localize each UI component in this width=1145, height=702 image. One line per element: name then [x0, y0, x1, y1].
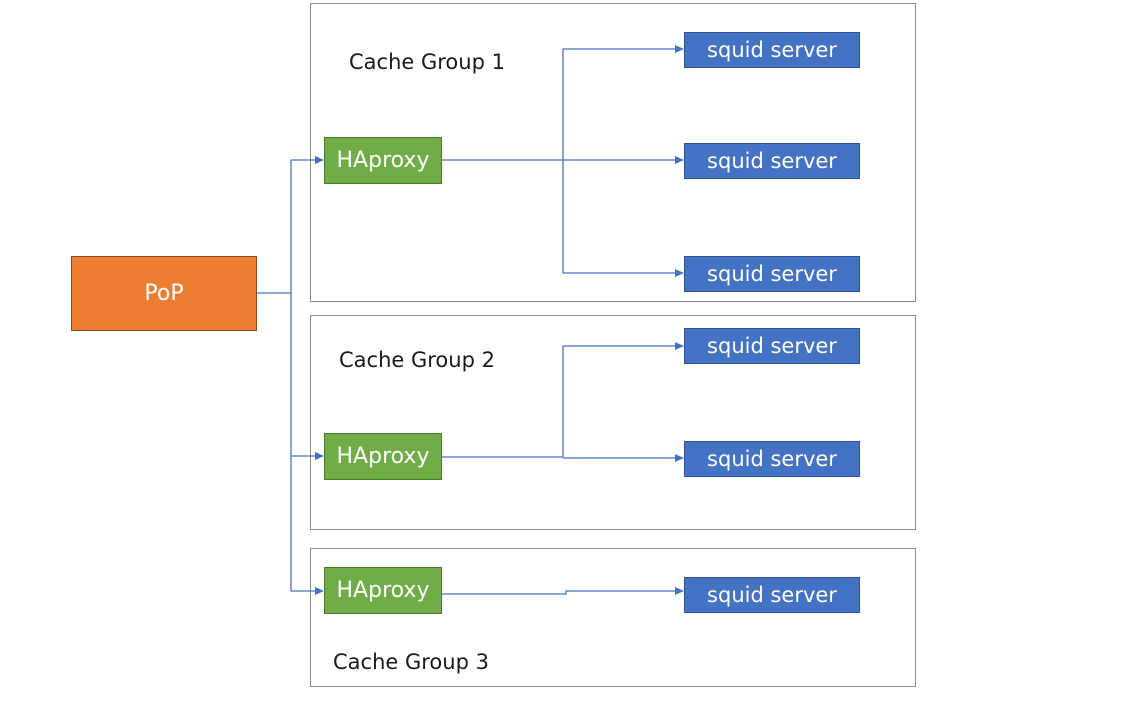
pop-node: PoP — [71, 256, 257, 331]
haproxy-label: HAproxy — [336, 444, 430, 469]
squid-server-g1-3: squid server — [684, 256, 860, 292]
haproxy-node-group-3: HAproxy — [324, 567, 442, 614]
haproxy-label: HAproxy — [336, 148, 430, 173]
squid-server-label: squid server — [707, 149, 837, 173]
cache-group-2-label: Cache Group 2 — [339, 348, 495, 372]
squid-server-g1-1: squid server — [684, 32, 860, 68]
squid-server-g2-2: squid server — [684, 441, 860, 477]
squid-server-label: squid server — [707, 262, 837, 286]
cache-group-3-label: Cache Group 3 — [333, 650, 489, 674]
haproxy-label: HAproxy — [336, 578, 430, 603]
squid-server-label: squid server — [707, 334, 837, 358]
squid-server-label: squid server — [707, 583, 837, 607]
squid-server-g3-1: squid server — [684, 577, 860, 613]
squid-server-label: squid server — [707, 38, 837, 62]
squid-server-label: squid server — [707, 447, 837, 471]
cache-group-1-label: Cache Group 1 — [349, 50, 505, 74]
haproxy-node-group-1: HAproxy — [324, 137, 442, 184]
cache-group-2: Cache Group 2 — [310, 315, 916, 530]
haproxy-node-group-2: HAproxy — [324, 433, 442, 480]
squid-server-g1-2: squid server — [684, 143, 860, 179]
squid-server-g2-1: squid server — [684, 328, 860, 364]
pop-label: PoP — [144, 281, 184, 306]
